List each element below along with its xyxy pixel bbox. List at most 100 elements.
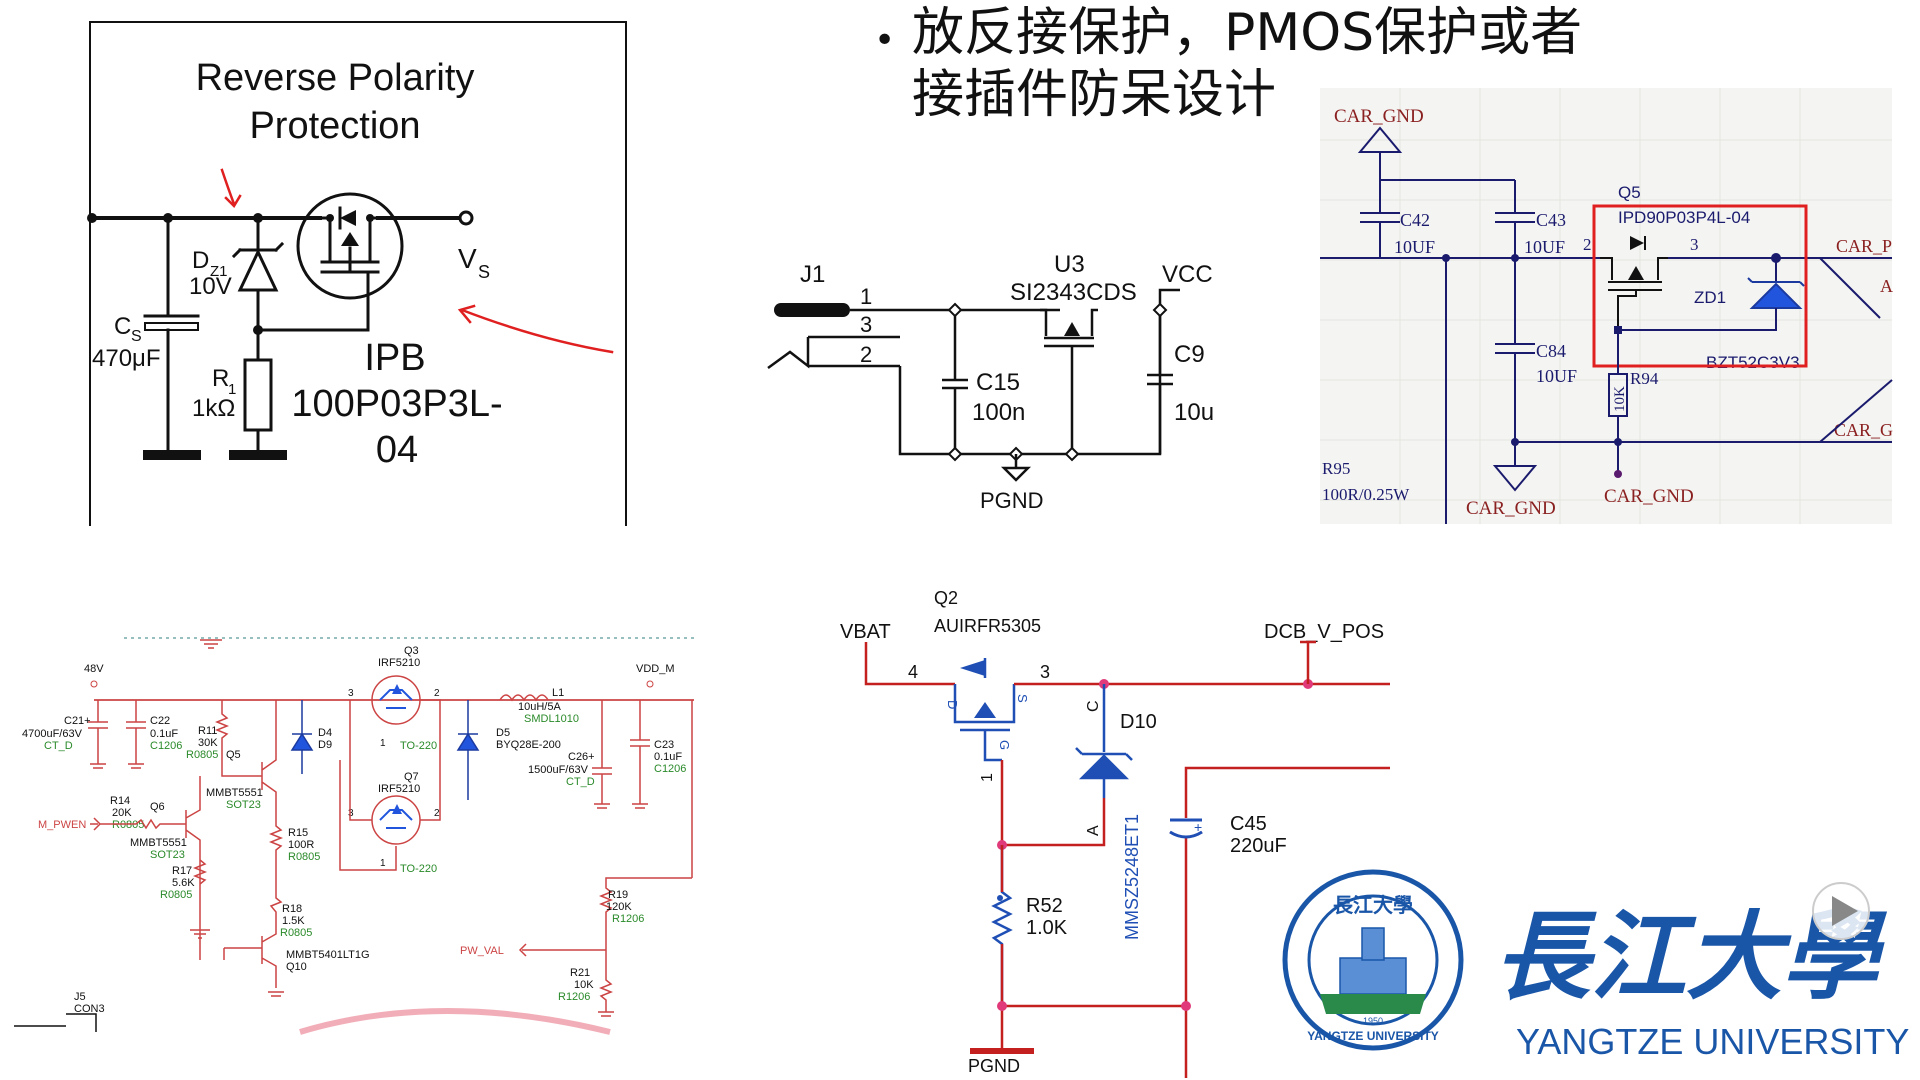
tl-dz-label: D: [192, 247, 209, 274]
tr-zd1-part: BZT52C3V3: [1706, 353, 1800, 372]
bl-q7-pin3: 3: [348, 808, 354, 819]
bl-q10-symbol: [224, 920, 284, 997]
tc-pin2: 2: [860, 342, 872, 367]
bl-r17: R17: [172, 865, 192, 877]
bl-r17-pkg: R0805: [160, 889, 192, 901]
tr-grid: [1320, 88, 1892, 524]
bl-j5: J5: [74, 991, 86, 1003]
bl-c23-val: 0.1uF: [654, 751, 682, 763]
tl-dz-sub: Z1: [210, 263, 228, 280]
slide-header: • 放反接保护，PMOS保护或者 接插件防呆设计: [874, 3, 1582, 125]
tc-c15-symbol: [942, 310, 968, 454]
bl-48v: 48V: [84, 663, 104, 675]
tc-vcc: VCC: [1162, 261, 1213, 288]
bl-q5-pkg: SOT23: [226, 799, 261, 811]
play-icon[interactable]: [1812, 882, 1870, 940]
tl-vs-terminal: [458, 210, 474, 226]
bl-48v-port: [90, 680, 98, 688]
tl-part-line1: IPB: [364, 337, 425, 379]
bl-j5-part: CON3: [74, 1003, 105, 1015]
tl-annotation-arrow-2: [457, 304, 614, 354]
tl-cs-sub: S: [131, 328, 142, 345]
seal-ground: [1320, 994, 1426, 1014]
bl-q5-part: MMBT5551: [206, 787, 263, 799]
bc-pgnd: PGND: [968, 1056, 1020, 1076]
bl-r19: R19: [608, 889, 628, 901]
bc-gate-wire: [1000, 760, 1106, 847]
yangtze-logo: 長江大學 YANGTZE UNIVERSITY 1950 長江大學 YANGTZ…: [1282, 869, 1909, 1062]
tl-gnd-2: [229, 450, 287, 460]
tr-car-a: A: [1880, 276, 1893, 296]
tr-r94: R94: [1630, 369, 1659, 388]
seal-year: 1950: [1363, 1016, 1383, 1026]
panel-j1-si2343: J1 1 3 2 C15 100n U3 SI2343CDS VCC C9 10…: [767, 251, 1214, 513]
bl-q3-pin2: 2: [434, 688, 440, 699]
tr-c42-symbol: [1360, 180, 1400, 258]
tl-cs-label: C: [114, 313, 131, 340]
bl-r11-pkg: R0805: [186, 749, 218, 761]
bl-q6-drive: [90, 776, 201, 960]
tl-gnd-1: [143, 450, 201, 460]
tc-pin3: 3: [860, 312, 872, 337]
tc-junction-nodes: [947, 302, 1168, 462]
bl-d4: D4: [318, 727, 332, 739]
tc-c15-val: 100n: [972, 399, 1025, 426]
bl-d5: D5: [496, 727, 510, 739]
bl-r11: R11: [198, 725, 217, 737]
bl-c21: C21+: [64, 715, 91, 727]
tr-node-zd1: [1771, 253, 1781, 263]
tl-node-left: [87, 213, 97, 223]
bl-d4-part: D9: [318, 739, 332, 751]
tr-r94-val: 10K: [1612, 386, 1628, 412]
seal-building: [1339, 957, 1407, 995]
bl-vdd-port: [646, 680, 654, 688]
tc-c9-val: 10u: [1174, 399, 1214, 426]
bl-q3-pin3: 3: [348, 688, 354, 699]
bc-c45: C45: [1230, 813, 1267, 835]
tl-cs-plate2: [144, 322, 199, 331]
bc-pin1: 1: [979, 773, 996, 782]
bl-r14-val: 20K: [112, 807, 132, 819]
panel-auirfr5305: VBAT 4 Q2 AUIRFR5305 D S G 3 1 DCB_V_POS…: [840, 588, 1390, 1078]
bl-r21: R21: [570, 967, 590, 979]
bl-pw-val-wire: [518, 943, 606, 957]
bl-q7-pin2: 2: [434, 808, 440, 819]
bc-q2-body: [953, 684, 1016, 762]
bl-c26: C26+: [568, 751, 595, 763]
bl-q3-diode: [392, 684, 402, 694]
bc-dcb-stub: [1300, 640, 1316, 684]
bc-d10-a: A: [1085, 825, 1102, 836]
bl-c22-val: 0.1uF: [150, 728, 178, 740]
tr-zd1-symbol: [1747, 277, 1805, 309]
bl-c21-pkg: CT_D: [44, 740, 73, 752]
seal-en-text: YANGTZE UNIVERSITY: [1307, 1029, 1439, 1043]
tr-c84-symbol: [1495, 258, 1535, 442]
bl-r11-symbol: [214, 700, 262, 777]
tc-ground-loop: [898, 310, 1162, 456]
seal-cn-text: 長江大學: [1333, 893, 1413, 917]
bc-c45-plate2: [1169, 830, 1203, 839]
bc-pin-d: D: [945, 700, 960, 709]
bc-c45-val: 220uF: [1230, 835, 1287, 857]
bc-d10-c: C: [1085, 700, 1102, 712]
tl-zener-symbol: [231, 241, 285, 292]
tr-c43-val: 10UF: [1524, 237, 1565, 257]
tl-gate-wire: [256, 270, 370, 332]
tr-car-p: CAR_P: [1836, 236, 1892, 256]
tr-pin2: 2: [1583, 235, 1592, 254]
tr-q5-bodydiode: [1630, 236, 1644, 250]
bl-c22-pkg: C1206: [150, 740, 182, 752]
bl-r11-val: 30K: [198, 737, 218, 749]
tl-part-line2: 100P03P3L-: [291, 383, 502, 425]
bc-q2-bodydiode: [960, 660, 985, 676]
tc-u3-symbol: [1040, 308, 1098, 454]
logo-en-name: YANGTZE UNIVERSITY: [1516, 1021, 1909, 1062]
tl-pmos-bodydiode: [340, 210, 356, 226]
tl-title-line1: Reverse Polarity: [196, 57, 475, 99]
bl-l1-pkg: SMDL1010: [524, 713, 579, 725]
tr-c43-symbol: [1495, 180, 1535, 258]
bl-r19-r21-symbol: [598, 877, 692, 1017]
bl-c23: C23: [654, 739, 674, 751]
tl-part-line3: 04: [376, 429, 418, 471]
bl-c23-pkg: C1206: [654, 763, 686, 775]
